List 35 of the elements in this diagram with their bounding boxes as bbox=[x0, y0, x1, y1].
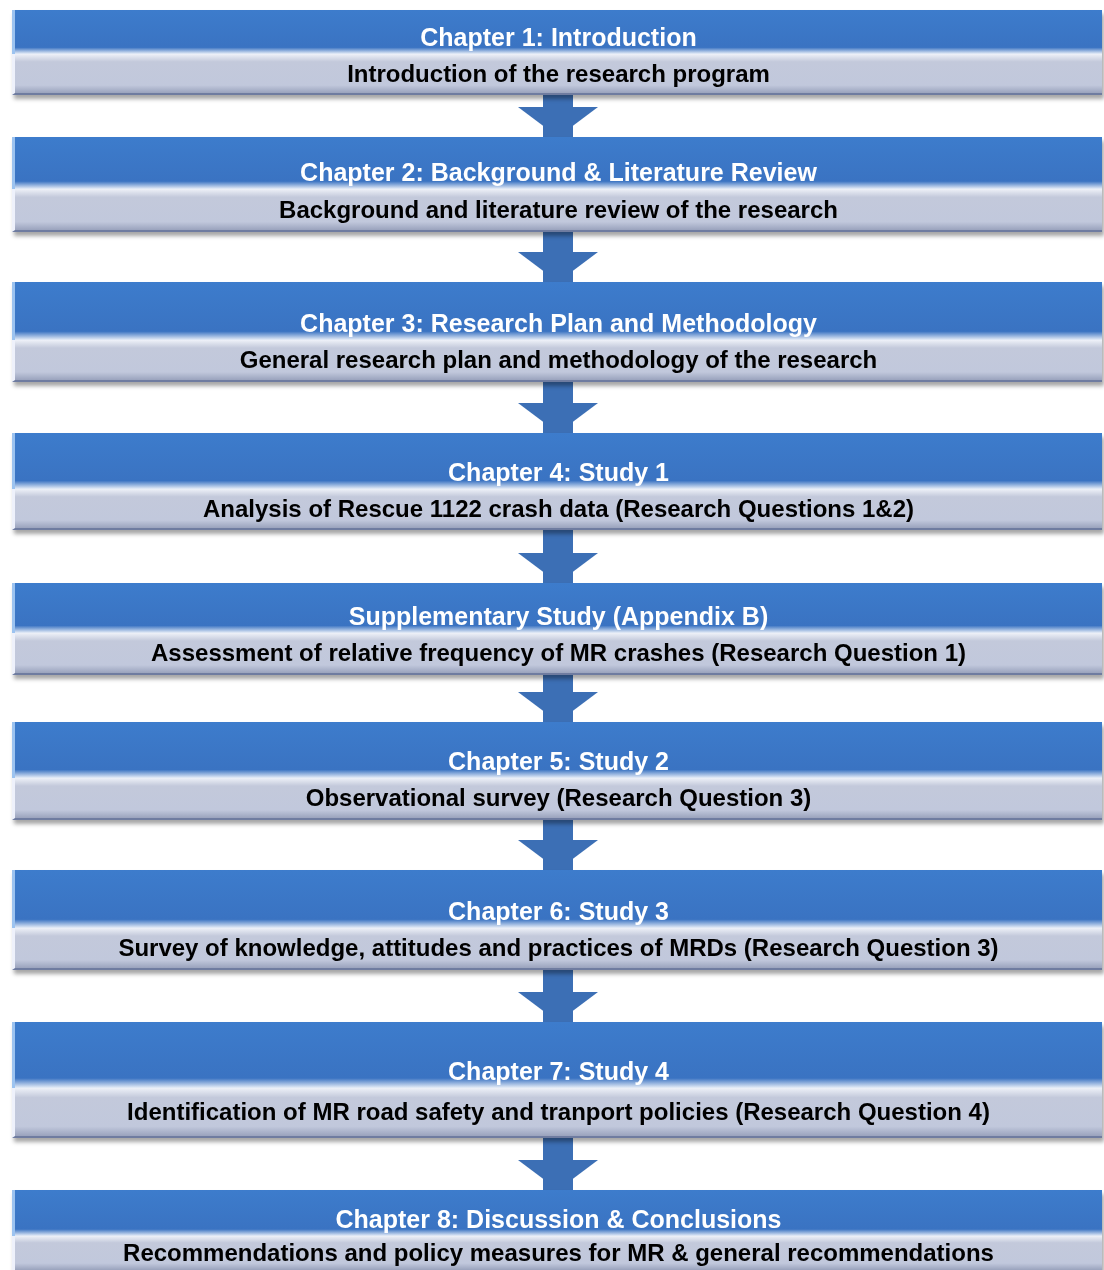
chapter-panel bbox=[12, 722, 1102, 820]
chapter-heading: Chapter 2: Background & Literature Review bbox=[12, 137, 1102, 189]
chapter-panel bbox=[12, 583, 1102, 675]
block-arrow bbox=[518, 95, 598, 137]
chapter-heading: Chapter 8: Discussion & Conclusions bbox=[12, 1190, 1102, 1236]
chapter-description: Analysis of Rescue 1122 crash data (Research Questions 1&2) bbox=[12, 489, 1102, 530]
block-arrow bbox=[518, 820, 598, 870]
chapter-heading: Chapter 3: Research Plan and Methodology bbox=[12, 282, 1102, 340]
chapter-panel bbox=[12, 1022, 1102, 1138]
block-arrow bbox=[518, 232, 598, 282]
chapter-panel bbox=[12, 1190, 1102, 1270]
block-arrow bbox=[518, 382, 598, 433]
chapter-description: General research plan and methodology of the research bbox=[12, 340, 1102, 382]
chapter-panel bbox=[12, 282, 1102, 382]
chapter-description: Assessment of relative frequency of MR crashes (Research Question 1) bbox=[12, 633, 1102, 675]
chapter-heading: Chapter 7: Study 4 bbox=[12, 1022, 1102, 1088]
chapter-description: Observational survey (Research Question 3) bbox=[12, 778, 1102, 820]
block-arrow bbox=[518, 970, 598, 1022]
block-arrow bbox=[518, 530, 598, 583]
chapter-description: Recommendations and policy measures for MR & general recommendations bbox=[12, 1236, 1102, 1270]
chapter-panel bbox=[12, 137, 1102, 232]
chapter-heading: Supplementary Study (Appendix B) bbox=[12, 583, 1102, 633]
chapter-description: Introduction of the research program bbox=[12, 54, 1102, 95]
chapter-panel bbox=[12, 433, 1102, 530]
chapter-panel bbox=[12, 10, 1102, 95]
chapter-description: Survey of knowledge, attitudes and practices of MRDs (Research Question 3) bbox=[12, 928, 1102, 970]
chapter-heading: Chapter 1: Introduction bbox=[12, 10, 1102, 54]
chapter-description: Background and literature review of the research bbox=[12, 189, 1102, 232]
chapter-heading: Chapter 6: Study 3 bbox=[12, 870, 1102, 928]
block-arrow bbox=[518, 675, 598, 722]
chapter-heading: Chapter 5: Study 2 bbox=[12, 722, 1102, 778]
chapter-heading: Chapter 4: Study 1 bbox=[12, 433, 1102, 489]
chapter-description: Identification of MR road safety and tranport policies (Research Question 4) bbox=[12, 1088, 1102, 1138]
chapter-panel bbox=[12, 870, 1102, 970]
block-arrow bbox=[518, 1138, 598, 1190]
